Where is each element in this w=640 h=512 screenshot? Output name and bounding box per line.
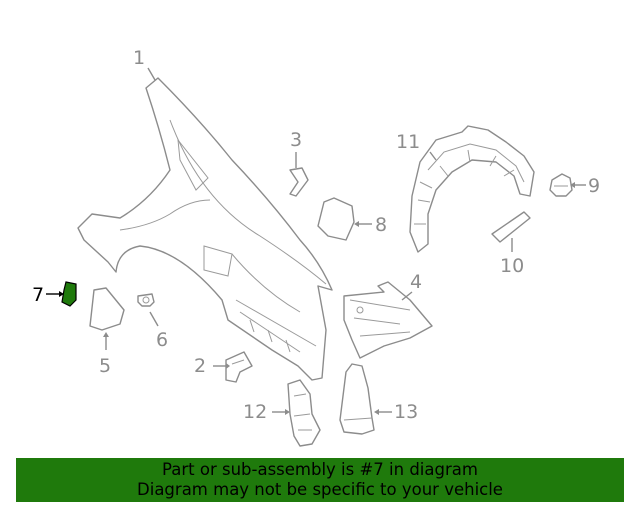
highlighted-part-7 (61, 281, 77, 307)
leader-lines (46, 67, 586, 415)
callout-4: 4 (410, 271, 422, 293)
push-clip-part (549, 173, 573, 197)
callout-5: 5 (99, 355, 111, 377)
callout-11: 11 (396, 131, 420, 153)
callout-10: 10 (500, 255, 524, 277)
cover-plate-part (317, 197, 355, 241)
callout-1: 1 (133, 47, 145, 69)
bracket-part (225, 351, 253, 383)
fuel-door-part (89, 287, 125, 331)
callout-3: 3 (290, 129, 302, 151)
banner-line-2: Diagram may not be specific to your vehi… (137, 480, 503, 499)
callout-8: 8 (375, 214, 387, 236)
callout-2: 2 (194, 355, 206, 377)
quarter-panel-part (77, 77, 333, 381)
strip-part (491, 211, 531, 243)
wheel-liner-part (409, 125, 535, 253)
callout-12: 12 (243, 401, 267, 423)
callout-9: 9 (588, 175, 600, 197)
callout-6: 6 (156, 329, 168, 351)
clip-part (137, 293, 155, 307)
inner-panel-part (343, 281, 433, 359)
banner-line-1: Part or sub-assembly is #7 in diagram (162, 460, 478, 479)
reinforcement-part (287, 379, 321, 447)
info-banner: Part or sub-assembly is #7 in diagram Di… (16, 458, 624, 502)
callout-13: 13 (394, 401, 418, 423)
callout-7: 7 (32, 284, 44, 306)
bent-bracket-part (289, 167, 309, 197)
duct-part (339, 363, 375, 435)
